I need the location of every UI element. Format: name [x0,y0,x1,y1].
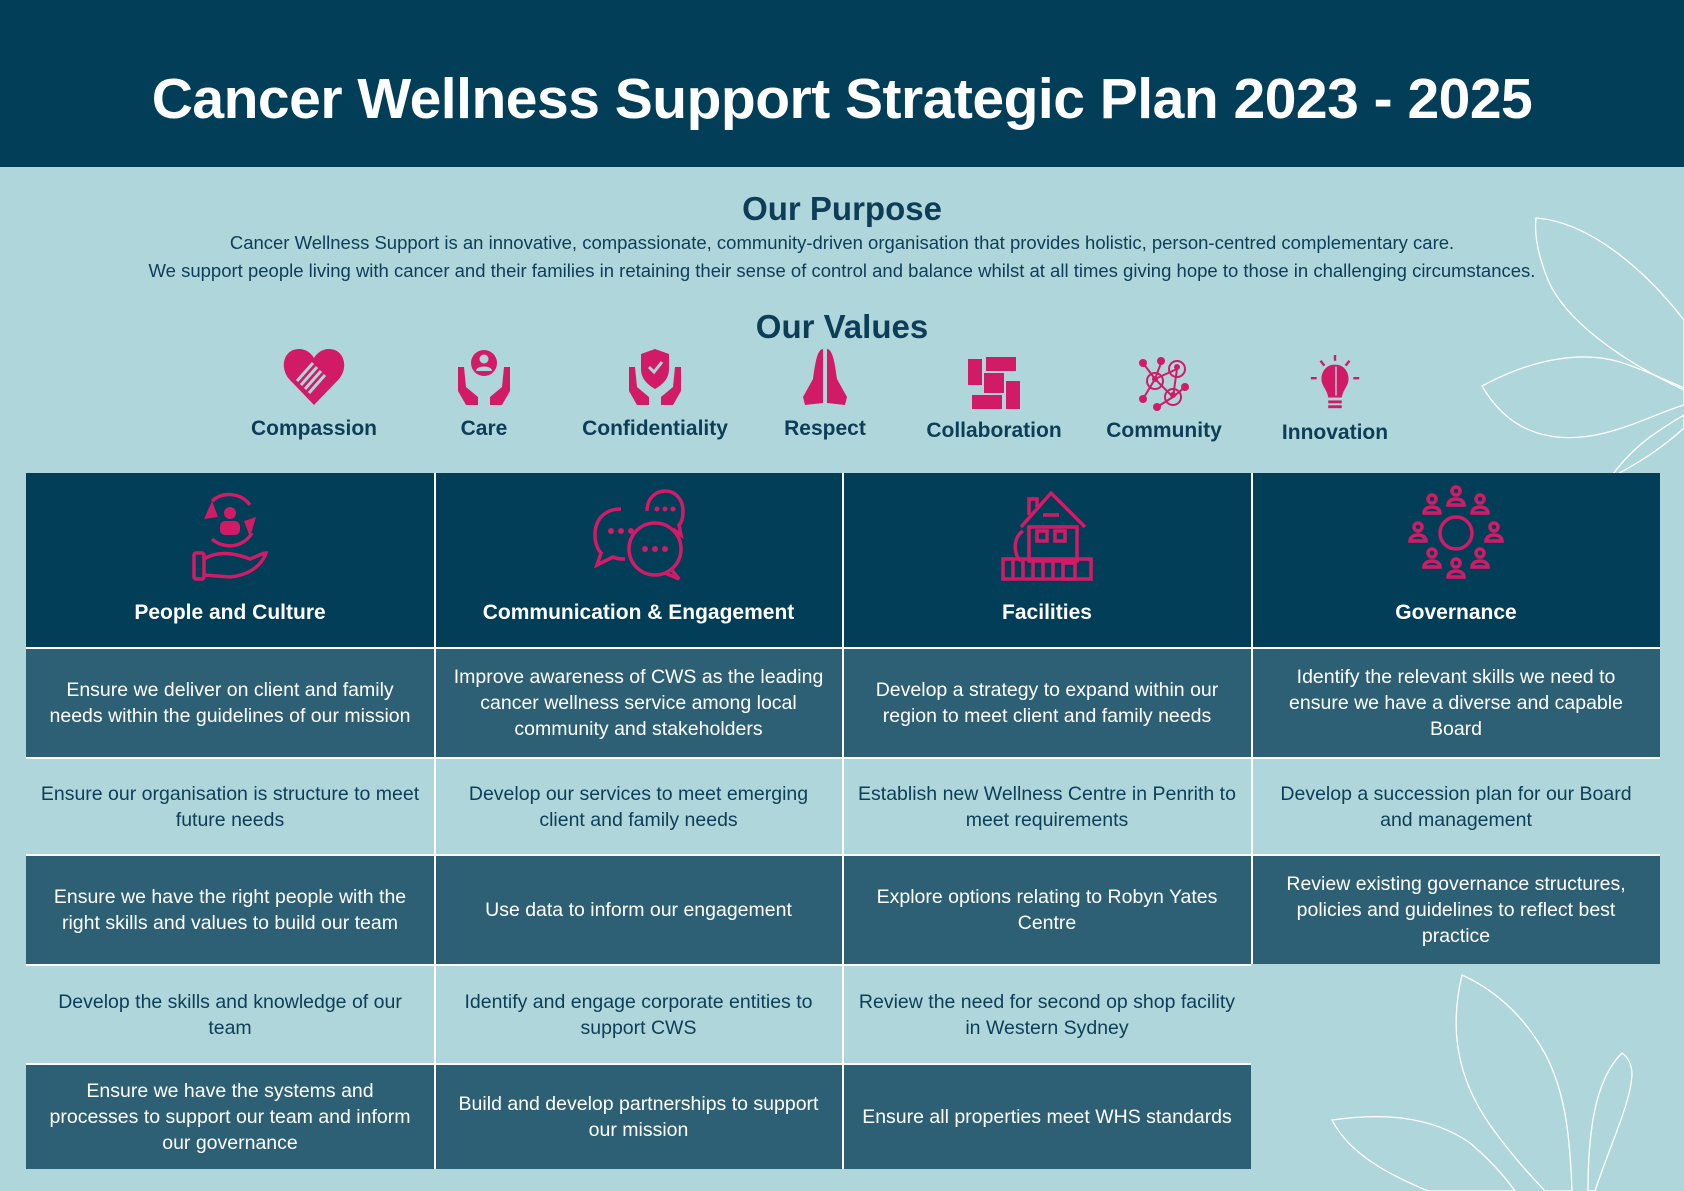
goal-cell: Use data to inform our engagement [435,856,842,964]
pillar-header-people-culture: People and Culture [26,473,434,647]
grid-divider [26,854,1660,856]
purpose-line-2: We support people living with cancer and… [148,260,1536,281]
goal-cell: Develop our services to meet emerging cl… [435,759,842,854]
hands-person-icon [458,350,510,405]
hands-shield-icon [629,349,681,405]
grid-divider [434,473,436,1169]
value-label: Respect [784,417,866,440]
value-label: Care [460,417,508,440]
goal-cell: Ensure all properties meet WHS standards [843,1065,1251,1169]
speech-bubbles-icon [592,489,685,581]
goal-cell: Ensure we have the systems and processes… [26,1065,434,1169]
goal-cell: Ensure we have the right people with the… [26,856,434,964]
pillar-title: People and Culture [134,601,326,624]
lightbulb-brain-icon [1310,355,1360,409]
house-icon [1001,490,1093,581]
goal-cell: Identify the relevant skills we need to … [1252,648,1660,757]
pillar-header-communication: Communication & Engagement [435,473,842,647]
goal-cell: Establish new Wellness Centre in Penrith… [843,759,1251,854]
board-table-icon [1408,485,1504,579]
grid-divider [26,1063,1251,1065]
value-care: Care [399,345,569,441]
value-confidentiality: Confidentiality [570,345,740,441]
value-collaboration: Collaboration [909,355,1079,443]
value-community: Community [1079,355,1249,443]
page-title: Cancer Wellness Support Strategic Plan 2… [151,66,1533,131]
goal-cell: Develop the skills and knowledge of our … [26,966,434,1063]
value-innovation: Innovation [1250,355,1420,445]
goal-cell: Explore options relating to Robyn Yates … [843,856,1251,964]
value-respect: Respect [740,345,910,441]
goal-cell: Review the need for second op shop facil… [843,966,1251,1063]
value-label: Compassion [250,417,378,440]
goal-cell: Develop a strategy to expand within our … [843,648,1251,757]
network-people-icon [1139,357,1189,411]
praying-hands-icon [803,349,847,405]
goal-cell: Ensure our organisation is structure to … [26,759,434,854]
pillar-title: Communication & Engagement [482,601,795,624]
pillar-header-facilities: Facilities [843,473,1251,647]
goal-cell: Develop a succession plan for our Board … [1252,759,1660,854]
person-cycle-hand-icon [192,492,269,581]
grid-divider [842,473,844,1169]
grid-divider [26,757,1660,759]
value-label: Collaboration [926,419,1062,442]
leaf-decoration-bottom-icon [1331,974,1633,1191]
goal-cell: Identify and engage corporate entities t… [435,966,842,1063]
purpose-line-1: Cancer Wellness Support is an innovative… [229,232,1455,253]
grid-divider [26,964,1251,966]
goal-cell: Improve awareness of CWS as the leading … [435,648,842,757]
pillar-header-governance: Governance [1252,473,1660,647]
grid-divider [1251,473,1253,964]
goal-cell: Ensure we deliver on client and family n… [26,648,434,757]
title-banner: Cancer Wellness Support Strategic Plan 2… [0,0,1684,167]
pillar-title: Governance [1395,601,1517,624]
values-heading: Our Values [755,308,929,345]
value-label: Community [1106,419,1222,442]
four-hands-icon [968,357,1020,409]
purpose-heading: Our Purpose [742,190,942,227]
goal-cell: Build and develop partnerships to suppor… [435,1065,842,1169]
pillar-title: Facilities [1002,601,1092,624]
value-compassion: Compassion [229,345,399,441]
heart-handshake-icon [283,349,345,405]
value-label: Innovation [1281,421,1389,444]
value-label: Confidentiality [582,417,728,440]
goal-cell: Review existing governance structures, p… [1252,856,1660,964]
grid-divider [26,647,1660,649]
